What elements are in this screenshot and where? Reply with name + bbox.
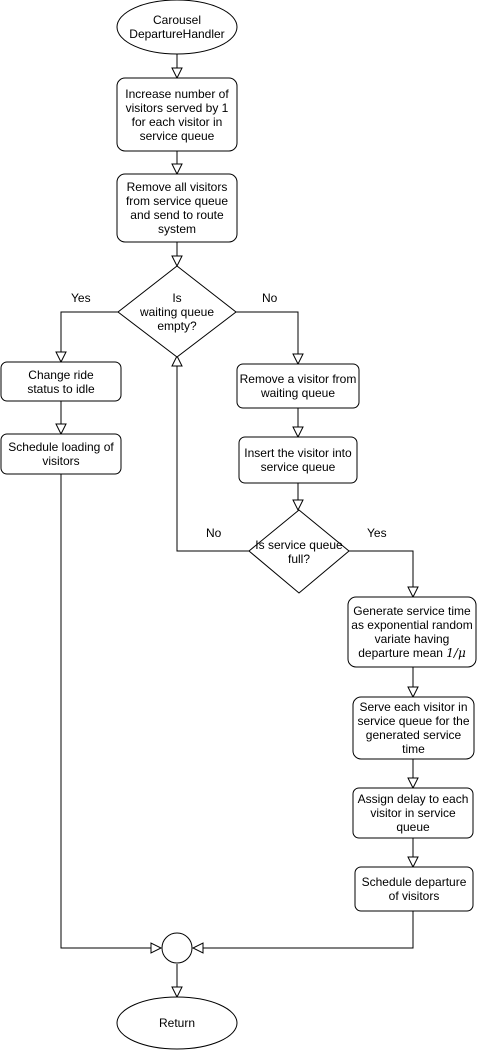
start-label-line2: DepartureHandler [129, 27, 225, 41]
insert-visitor-label: Insert the visitor into service queue [244, 446, 352, 474]
arrowhead [150, 942, 163, 954]
generate-time-text: Generate service time as exponential ran… [351, 604, 472, 660]
arrowhead [171, 163, 183, 176]
arrowhead [191, 942, 204, 954]
arrowhead [55, 351, 67, 364]
edge-label-no-waiting: No [262, 291, 278, 305]
generate-time-box [347, 596, 477, 668]
edge-label-yes-waiting: Yes [71, 291, 91, 305]
return-label: Return [158, 1016, 196, 1030]
service-full-label: Is service queue full? [255, 538, 343, 566]
edge-full-no-loop [176, 364, 249, 552]
arrowhead [292, 353, 304, 366]
insert-visitor-box [238, 436, 358, 484]
start-terminal [116, 0, 238, 55]
edge-label-yes-service: Yes [367, 526, 387, 540]
generate-time-label: Generate service time as exponential ran… [348, 597, 476, 667]
schedule-loading-label: Schedule loading of visitors [8, 440, 114, 468]
remove-all-box [116, 173, 238, 243]
start-label: Carousel DepartureHandler [117, 4, 237, 50]
waiting-empty-label: Is waiting queue empty? [139, 291, 215, 333]
remove-one-label: Remove a visitor from waiting queue [239, 372, 357, 400]
arrowhead [171, 255, 183, 268]
mean-symbol: 1/μ [446, 646, 466, 660]
arrowheads [55, 67, 419, 999]
increase-served-label: Increase number of visitors served by 1 … [125, 86, 229, 143]
arrowhead [292, 499, 304, 512]
arrowhead [407, 586, 419, 599]
serve-each-label: Serve each visitor in service queue for … [357, 700, 470, 756]
schedule-loading-box [0, 433, 122, 475]
arrowhead [292, 426, 304, 439]
increase-served-box [116, 77, 238, 152]
arrowhead [55, 423, 67, 436]
merge-connector [161, 932, 193, 964]
edge-label-no-service: No [206, 526, 222, 540]
remove-all-label: Remove all visitors from service queue a… [125, 180, 229, 236]
edge-decision-yes [60, 311, 118, 355]
edges [60, 54, 414, 990]
arrowhead [407, 777, 419, 790]
serve-each-box [352, 696, 475, 760]
schedule-departure-box [354, 866, 474, 912]
arrowhead [171, 67, 183, 80]
edge-full-yes [349, 550, 414, 590]
remove-one-box [236, 363, 360, 409]
assign-delay-label: Assign delay to each visitor in service … [357, 792, 469, 834]
arrowhead [171, 354, 183, 367]
service-full-decision [248, 509, 350, 594]
arrowhead [407, 856, 419, 869]
generate-time-body: Generate service time as exponential ran… [351, 604, 473, 660]
schedule-departure-label: Schedule departure of visitors [361, 875, 467, 903]
assign-delay-box [352, 787, 474, 839]
edge-decision-no [236, 311, 299, 357]
start-label-line1: Carousel [152, 13, 202, 27]
change-status-box [0, 361, 122, 402]
return-terminal [116, 996, 238, 1050]
edge-schedule-to-merge [201, 911, 414, 949]
change-status-label: Change ride status to idle [27, 367, 95, 396]
arrowhead [407, 686, 419, 699]
edge-loading-to-merge [60, 474, 155, 949]
arrowhead [171, 986, 183, 999]
waiting-empty-decision [117, 265, 237, 358]
